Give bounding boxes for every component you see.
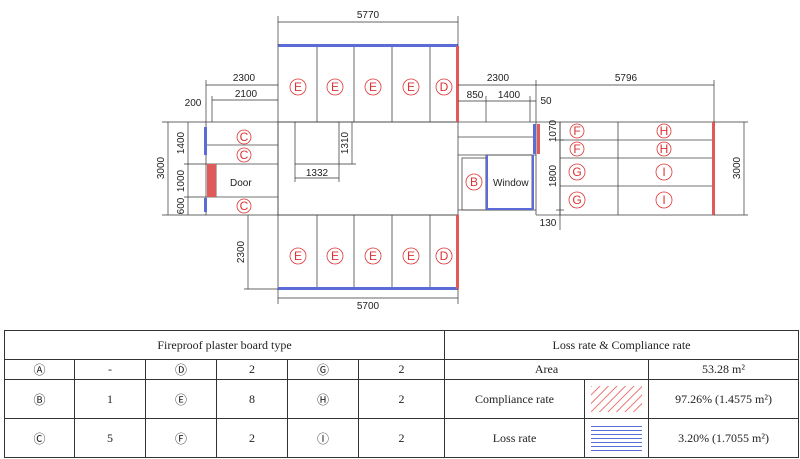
dim-right-top: 1070 <box>548 119 559 142</box>
board-label-left-1: C <box>240 130 249 144</box>
board-type-cell: Ⓐ <box>4 358 75 381</box>
dim-opening-width: 1332 <box>306 168 329 179</box>
board-label-right-a1: F <box>573 124 580 138</box>
board-label-left-3: C <box>240 199 249 213</box>
board-count-cell: 5 <box>74 418 146 458</box>
loss-hatch-swatch <box>591 425 643 451</box>
board-count-cell: - <box>74 358 146 381</box>
dim-right-height: 3000 <box>732 156 743 179</box>
floor-plan-diagram: 5770 5700 2300 2100 200 3000 1400 1000 6… <box>156 10 748 312</box>
board-label-right-b1: H <box>660 124 669 138</box>
dim-left-mid: 1000 <box>176 169 187 192</box>
dim-left-bottom: 600 <box>176 197 187 214</box>
board-count-cell: 2 <box>357 379 446 419</box>
board-type-cell: Ⓓ <box>145 358 217 381</box>
board-label-right-a2: F <box>573 142 580 156</box>
central-opening <box>294 121 340 165</box>
door-label: Door <box>230 178 252 189</box>
dim-right-mid: 1800 <box>548 164 559 187</box>
board-label-bottom-2: E <box>331 249 339 263</box>
board-label-right-a4: G <box>572 193 581 207</box>
dim-left-inner: 2100 <box>235 89 258 100</box>
board-label-top-2: E <box>331 80 339 94</box>
board-count-cell: 2 <box>357 358 446 381</box>
board-count-cell: 1 <box>74 379 146 419</box>
dim-right-width: 5796 <box>615 73 638 84</box>
board-type-cell: Ⓘ <box>287 418 359 458</box>
board-label-window: B <box>470 175 478 189</box>
legend-left-header: Fireproof plaster board type <box>3 330 446 360</box>
board-count-cell: 2 <box>357 418 446 458</box>
board-label-top-4: E <box>407 80 415 94</box>
dim-left-lower: 2300 <box>236 240 247 263</box>
dim-left-offset: 200 <box>185 98 202 109</box>
metric-loss-value: 3.20% (1.7055 m²) <box>648 418 800 458</box>
dim-right-b: 1400 <box>498 90 521 101</box>
loss-swatch-cell <box>584 418 650 458</box>
dim-left-height: 3000 <box>156 156 167 179</box>
metric-area-value: 53.28 m² <box>648 358 800 381</box>
dim-left-top: 1400 <box>176 131 187 154</box>
dim-left-overall: 2300 <box>233 73 256 84</box>
board-type-cell: Ⓔ <box>145 379 217 419</box>
window-label: Window <box>493 178 529 189</box>
board-label-right-b3: I <box>662 165 665 179</box>
dim-right-a: 850 <box>467 90 484 101</box>
metric-loss-label: Loss rate <box>444 418 586 458</box>
legend-right-header: Loss rate & Compliance rate <box>444 330 800 360</box>
board-label-right-a3: G <box>572 165 581 179</box>
board-label-bottom-4: E <box>407 249 415 263</box>
board-count-cell: 2 <box>216 358 288 381</box>
board-label-top-1: E <box>294 80 302 94</box>
board-label-left-2: C <box>240 148 249 162</box>
dim-bottom-width: 5700 <box>357 301 380 312</box>
dim-top-width: 5770 <box>357 10 380 21</box>
board-count-cell: 8 <box>216 379 288 419</box>
dim-right-c: 50 <box>540 96 552 107</box>
left-wing <box>205 121 279 216</box>
metric-compliance-label: Compliance rate <box>444 379 586 419</box>
dim-right-overall: 2300 <box>487 73 510 84</box>
metric-compliance-value: 97.26% (1.4575 m²) <box>648 379 800 419</box>
metric-area-label: Area <box>444 358 650 381</box>
board-type-cell: Ⓒ <box>4 418 75 458</box>
legend-table: Fireproof plaster board type Loss rate &… <box>3 330 800 458</box>
board-label-right-b2: H <box>660 142 669 156</box>
right-panel-block <box>559 121 715 216</box>
board-type-cell: Ⓑ <box>4 379 75 419</box>
dim-opening-height: 1310 <box>340 131 351 154</box>
dim-right-bottom: 130 <box>540 218 557 229</box>
board-label-right-b4: I <box>662 193 665 207</box>
board-type-cell: Ⓕ <box>145 418 217 458</box>
board-type-cell: Ⓖ <box>287 358 359 381</box>
board-label-bottom-3: E <box>369 249 377 263</box>
board-label-top-5: D <box>440 80 449 94</box>
board-label-bottom-1: E <box>294 249 302 263</box>
compliance-hatch-swatch <box>591 386 643 413</box>
board-count-cell: 2 <box>216 418 288 458</box>
compliance-swatch-cell <box>584 379 650 419</box>
board-label-bottom-5: D <box>440 249 449 263</box>
board-type-cell: Ⓗ <box>287 379 359 419</box>
board-label-top-3: E <box>369 80 377 94</box>
